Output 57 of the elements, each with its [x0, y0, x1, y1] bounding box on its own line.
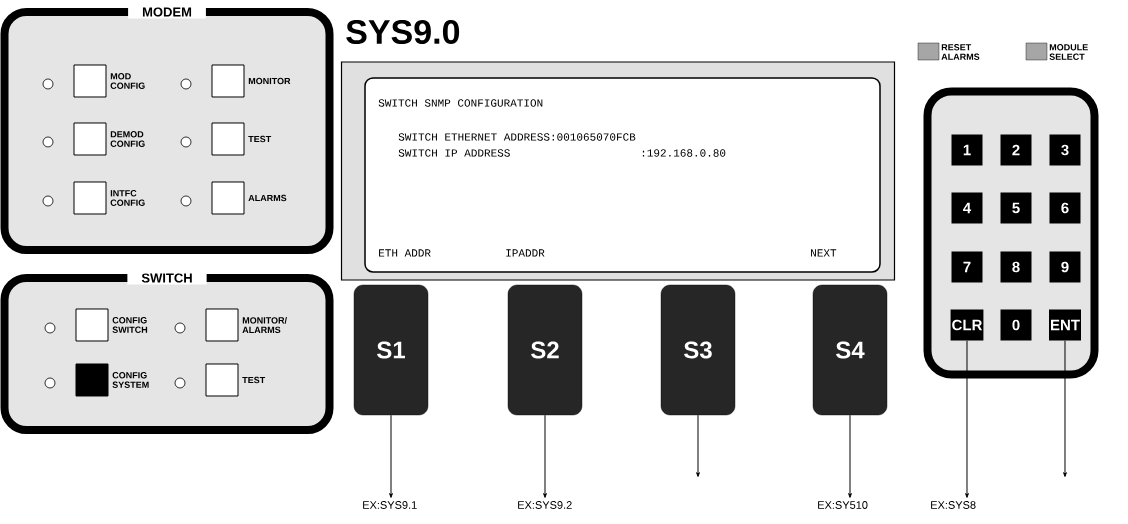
keypad-key: 2	[1000, 134, 1032, 166]
button-label: CONFIG SWITCH	[112, 317, 148, 333]
arrow	[848, 414, 852, 498]
button-label: MONITOR/ ALARMS	[242, 316, 287, 334]
lcd-screen	[340, 61, 896, 281]
arrow	[965, 340, 969, 498]
push-button	[75, 363, 109, 397]
soft-key: S2	[507, 284, 583, 416]
arrow	[1063, 340, 1067, 477]
screen-text: ETH ADDR	[379, 249, 431, 257]
soft-key: S3	[660, 284, 736, 416]
keypad-key: 6	[1049, 192, 1081, 224]
button-label: CONFIG SYSTEM	[112, 372, 149, 388]
soft-key: S1	[353, 284, 429, 416]
screen-text: SWITCH SNMP CONFIGURATION	[378, 99, 543, 107]
push-button	[73, 122, 107, 156]
command-label: EX:SYS9.2	[518, 501, 572, 509]
keypad-key: 4	[951, 192, 983, 224]
push-button	[75, 308, 109, 342]
push-button	[205, 308, 239, 342]
screen-text: IPADDR	[506, 249, 545, 257]
screen-text: :192.168.0.80	[642, 149, 726, 157]
button-label: ALARMS	[248, 194, 287, 202]
title: SYS9.0	[346, 19, 460, 45]
push-button	[211, 122, 245, 156]
button-label: TEST	[242, 376, 266, 384]
keypad-key: 8	[1000, 251, 1032, 283]
keypad-key: ENT	[1049, 309, 1081, 341]
push-button	[73, 181, 107, 215]
button-label: MONITOR	[248, 77, 291, 85]
arrow	[696, 414, 700, 477]
button-label: RESET ALARMS	[941, 44, 980, 60]
push-button	[211, 64, 245, 98]
screen-text: SWITCH IP ADDRESS	[398, 149, 510, 157]
keypad-key: 9	[1049, 251, 1081, 283]
keypad-key: 7	[951, 251, 983, 283]
keypad-key: 0	[1000, 309, 1032, 341]
command-label: EX:SYS9.1	[363, 501, 417, 509]
keypad-key: 1	[951, 134, 983, 166]
keypad-key: 5	[1000, 192, 1032, 224]
button-label: TEST	[248, 135, 272, 143]
push-button	[73, 64, 107, 98]
keypad-key: CLR	[950, 309, 984, 341]
arrow	[543, 414, 547, 498]
button-label: MODULE SELECT	[1049, 44, 1088, 60]
button-label: DEMOD CONFIG	[110, 131, 145, 147]
command-label: EX:SYS8	[931, 501, 976, 509]
push-button	[205, 363, 239, 397]
command-label: EX:SY510	[818, 501, 868, 509]
soft-key: S4	[812, 284, 888, 416]
button-label: INTFC CONFIG	[110, 190, 145, 206]
keypad-key: 3	[1049, 134, 1081, 166]
arrow	[389, 414, 393, 498]
screen-text: SWITCH ETHERNET ADDRESS:001065070FCB	[398, 133, 636, 141]
screen-text: NEXT	[811, 249, 837, 257]
button-label: MOD CONFIG	[110, 73, 145, 89]
push-button	[211, 181, 245, 215]
